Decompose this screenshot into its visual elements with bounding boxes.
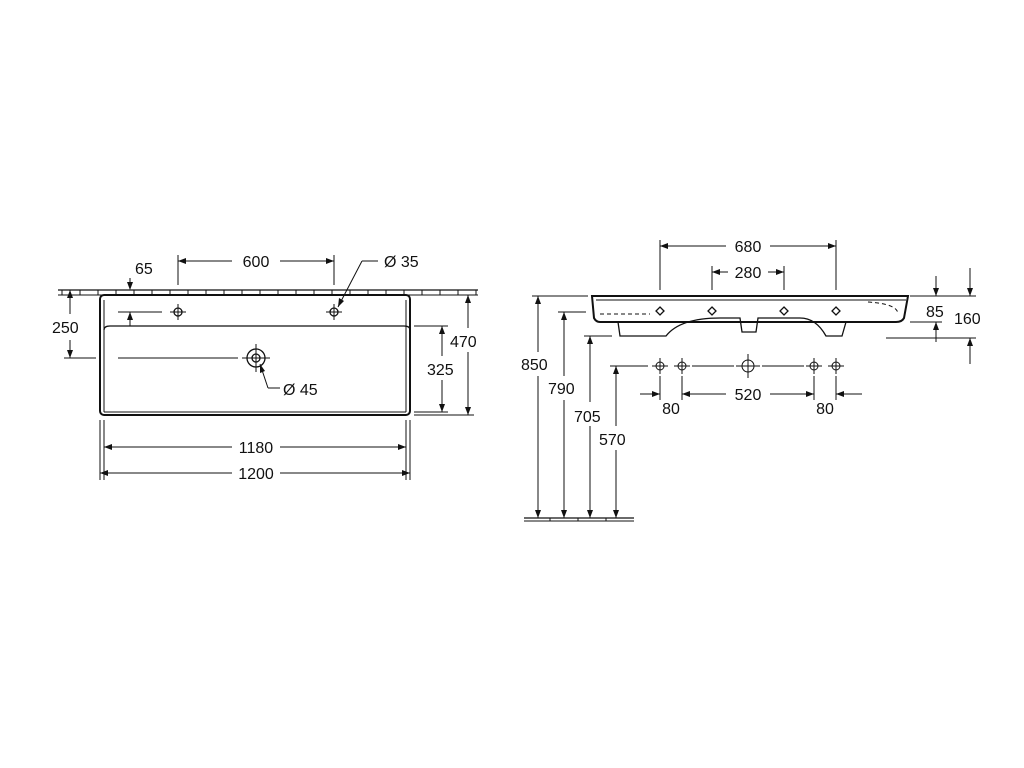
dim-rim-height: 85 [926, 304, 944, 321]
dim-top-span: 680 [735, 239, 762, 256]
tap-markers-top [655, 306, 841, 316]
side-view: 680 280 85 160 850 [521, 239, 981, 522]
dim-tap-spacing: 600 [243, 254, 270, 271]
basin-front [590, 295, 910, 323]
dim-floor-basin: 705 [574, 409, 601, 426]
floor-hatch [524, 517, 634, 522]
dim-floor-rim: 790 [548, 381, 575, 398]
plan-view: 600 Ø 35 65 250 325 470 [52, 254, 478, 483]
dim-floor-waste: 570 [599, 432, 626, 449]
basin-outer [99, 294, 411, 416]
dim-tap-depth: 250 [52, 320, 79, 337]
dim-overall-width: 1200 [238, 466, 274, 483]
dim-inner-width: 1180 [239, 440, 274, 457]
dim-left-tap: 80 [662, 401, 680, 418]
dim-overall-depth: 470 [450, 334, 477, 351]
hole-layout [652, 354, 844, 378]
dim-floor-top: 850 [521, 357, 548, 374]
dim-inner-span: 280 [735, 265, 762, 282]
dim-right-tap: 80 [816, 401, 834, 418]
dim-waste-depth: 325 [427, 362, 454, 379]
dim-total-height: 160 [954, 311, 981, 328]
tap-hole-left [170, 304, 186, 320]
basin-inner [103, 325, 411, 331]
dim-tap-hole: Ø 35 [384, 254, 419, 271]
waste-hole [242, 344, 270, 372]
tap-hole-right [326, 304, 342, 320]
dim-back-offset: 65 [135, 261, 153, 278]
dim-tap-span: 520 [735, 387, 762, 404]
dim-waste-hole: Ø 45 [283, 382, 318, 399]
